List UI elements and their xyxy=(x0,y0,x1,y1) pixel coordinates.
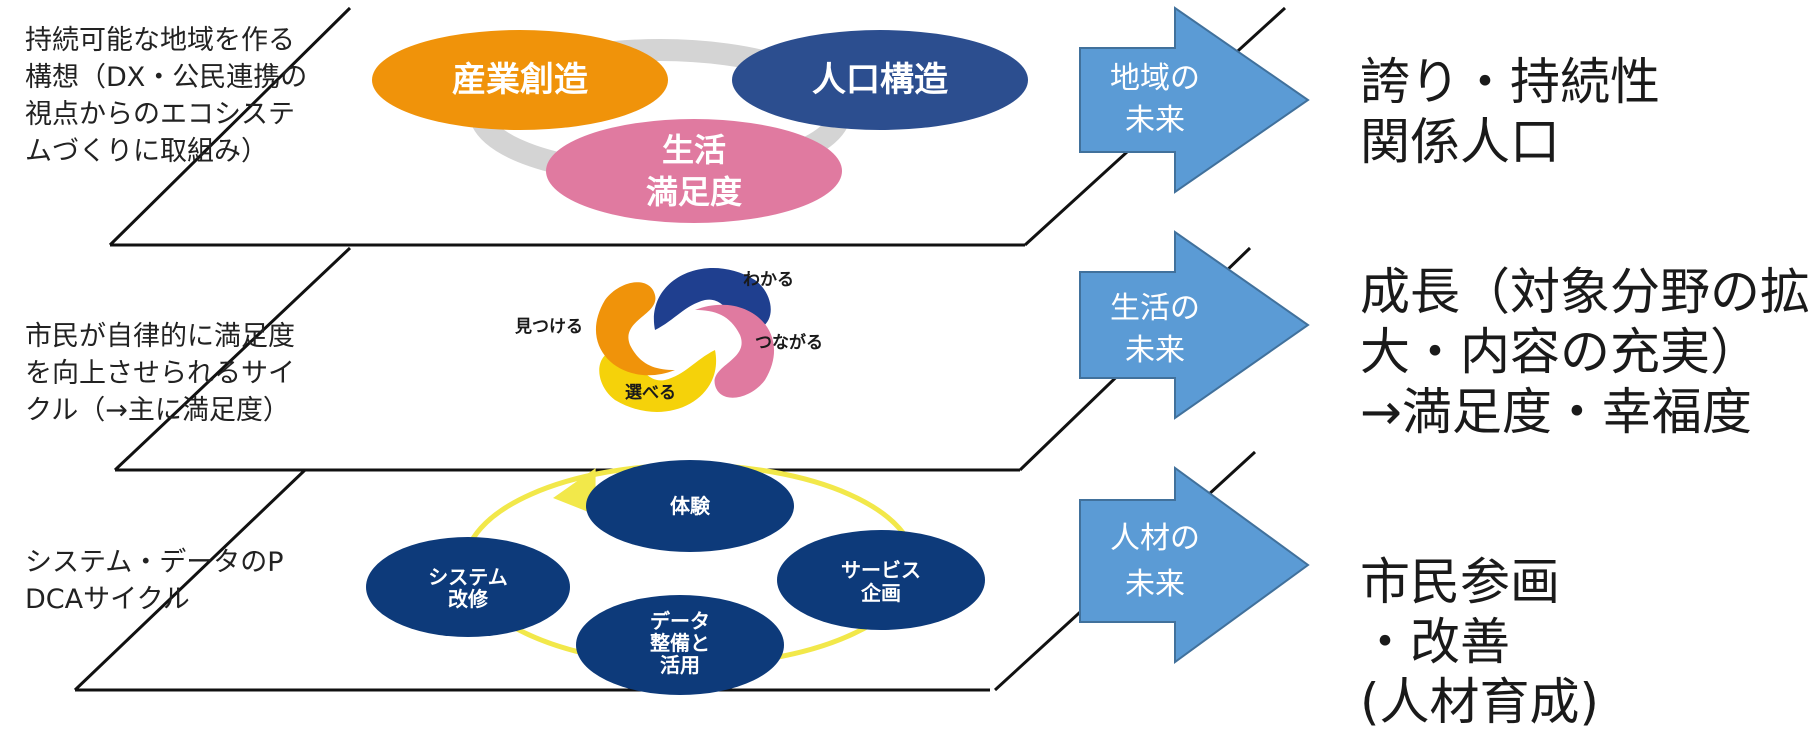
arrow-label-talent-1: 人材の xyxy=(1110,521,1200,556)
swirl-orange xyxy=(595,282,675,376)
arrow-label-region-1: 地域の xyxy=(1110,61,1200,96)
label-life-satisfaction-1: 生活 xyxy=(661,131,726,169)
arrow-talent-future xyxy=(1079,466,1310,664)
outcome-text-life: 成長（対象分野の拡 大・内容の充実） →満足度・幸福度 xyxy=(1360,263,1810,441)
swirl-label-wakaru: わかる xyxy=(743,270,794,290)
pdca-node-service xyxy=(777,530,985,630)
outcome-text-region: 誇り・持続性 関係人口 xyxy=(1360,53,1660,171)
caption-layer-2: 市民が自律的に満足度を向上させられるサイクル（→主に満足度） xyxy=(25,321,295,426)
pdca-label-data-3: 活用 xyxy=(660,653,700,677)
swirl-label-tsunagaru: つながる xyxy=(755,332,823,353)
caption-layer-3: システム・データのPDCAサイクル xyxy=(25,547,284,615)
oval-life-satisfaction xyxy=(546,119,842,223)
caption-layer-1: 持続可能な地域を作る構想（DX・公民連携の視点からのエコシステムづくりに取組み） xyxy=(25,25,308,167)
pdca-label-data-1: データ xyxy=(650,609,710,633)
arrow-life-future xyxy=(1079,230,1310,420)
pdca-label-service-2: 企画 xyxy=(860,581,901,605)
arrow-region-future xyxy=(1079,6,1310,194)
pdca-node-system xyxy=(366,537,570,637)
pdca-label-experience: 体験 xyxy=(670,494,711,518)
pdca-label-system-2: 改修 xyxy=(448,587,489,611)
pdca-label-system-1: システム xyxy=(428,565,507,589)
oval-industry xyxy=(372,30,668,130)
pdca-arrowhead xyxy=(553,468,596,515)
arrow-label-life-2: 未来 xyxy=(1125,333,1185,368)
swirl-pink xyxy=(695,304,775,398)
oval-population xyxy=(732,30,1028,130)
swirl-label-eraberu: 選べる xyxy=(625,383,676,403)
swirl-label-mitsukeru: 見つける xyxy=(514,317,583,337)
label-population-structure: 人口構造 xyxy=(812,60,948,100)
pdca-label-service-1: サービス xyxy=(841,558,921,582)
label-life-satisfaction-2: 満足度 xyxy=(645,173,742,211)
swirl-cycle: わかる つながる 選べる 見つける xyxy=(514,268,823,412)
arrow-label-talent-2: 未来 xyxy=(1125,567,1185,602)
pdca-label-data-2: 整備と xyxy=(649,631,710,655)
arrow-label-life-1: 生活の xyxy=(1110,291,1200,326)
label-industry-creation: 産業創造 xyxy=(452,60,588,100)
arrow-label-region-2: 未来 xyxy=(1125,103,1185,138)
pdca-node-data xyxy=(576,595,784,695)
pdca-node-experience xyxy=(586,460,794,552)
pdca-cycle: 体験 サービス 企画 データ 整備と 活用 システム 改修 xyxy=(366,460,985,695)
outcome-text-talent: 市民参画 ・改善 (人材育成) xyxy=(1360,553,1600,731)
